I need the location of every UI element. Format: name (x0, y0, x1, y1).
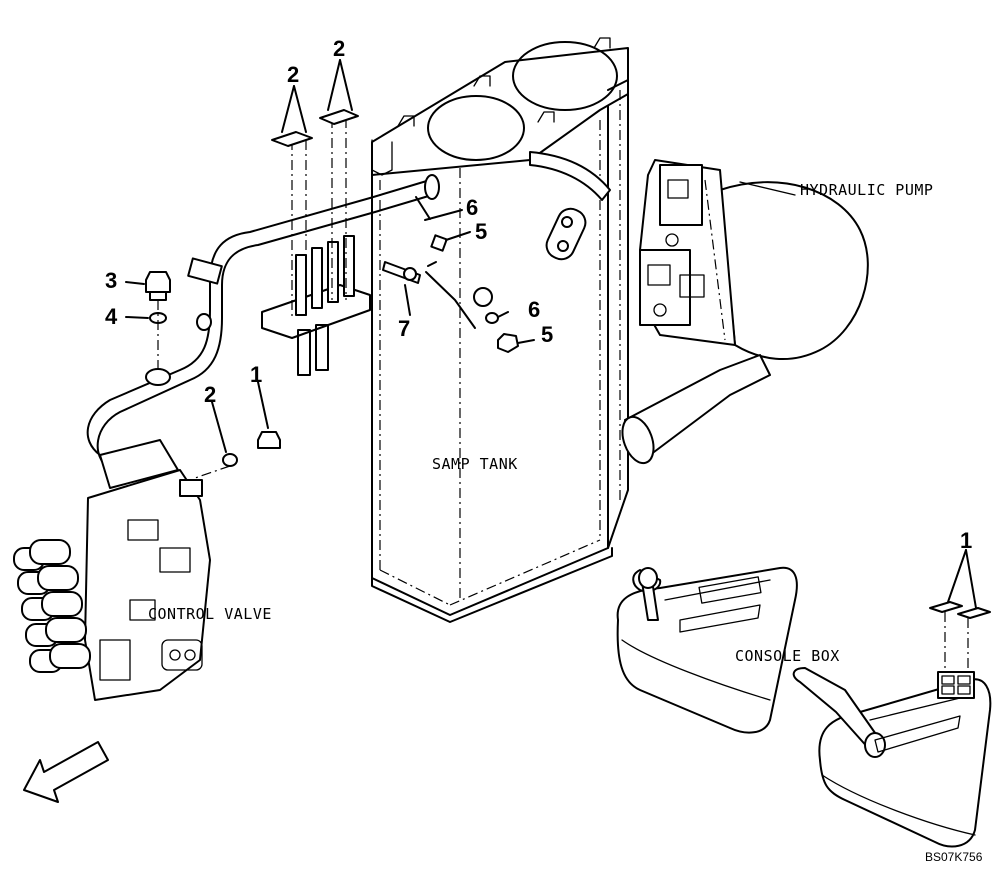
callout-2-top: 2 (333, 36, 346, 61)
hydraulic-pump (621, 159, 869, 465)
label-samp-tank: SAMP TANK (432, 455, 518, 473)
front-direction-arrow-icon (23, 741, 109, 803)
callout-7: 7 (398, 316, 411, 341)
callout-6-lower: 6 (528, 297, 541, 322)
callout-1-console: 1 (960, 528, 973, 553)
small-parts (125, 271, 281, 479)
callout-2-oring: 2 (204, 382, 217, 407)
label-hydraulic-pump: HYDRAULIC PUMP (800, 181, 934, 199)
control-valve (13, 439, 211, 701)
drawing-code: BS07K756 (925, 850, 983, 864)
callout-6-upper: 6 (466, 195, 479, 220)
callout-3: 3 (105, 268, 118, 293)
callout-5-upper: 5 (475, 219, 488, 244)
label-control-valve: CONTROL VALVE (148, 605, 272, 623)
callout-1-plug: 1 (250, 362, 263, 387)
callout-5-lower: 5 (541, 322, 554, 347)
console-box-right (792, 549, 992, 848)
samp-tank (371, 37, 629, 623)
return-hose (86, 174, 440, 471)
callout-4: 4 (105, 304, 118, 329)
sensor-parts (382, 196, 535, 353)
callout-2-left: 2 (287, 62, 300, 87)
console-box-left (616, 566, 798, 734)
pipe-block (261, 59, 371, 376)
valve-spools (13, 539, 91, 673)
label-console-box: CONSOLE BOX (735, 647, 840, 665)
